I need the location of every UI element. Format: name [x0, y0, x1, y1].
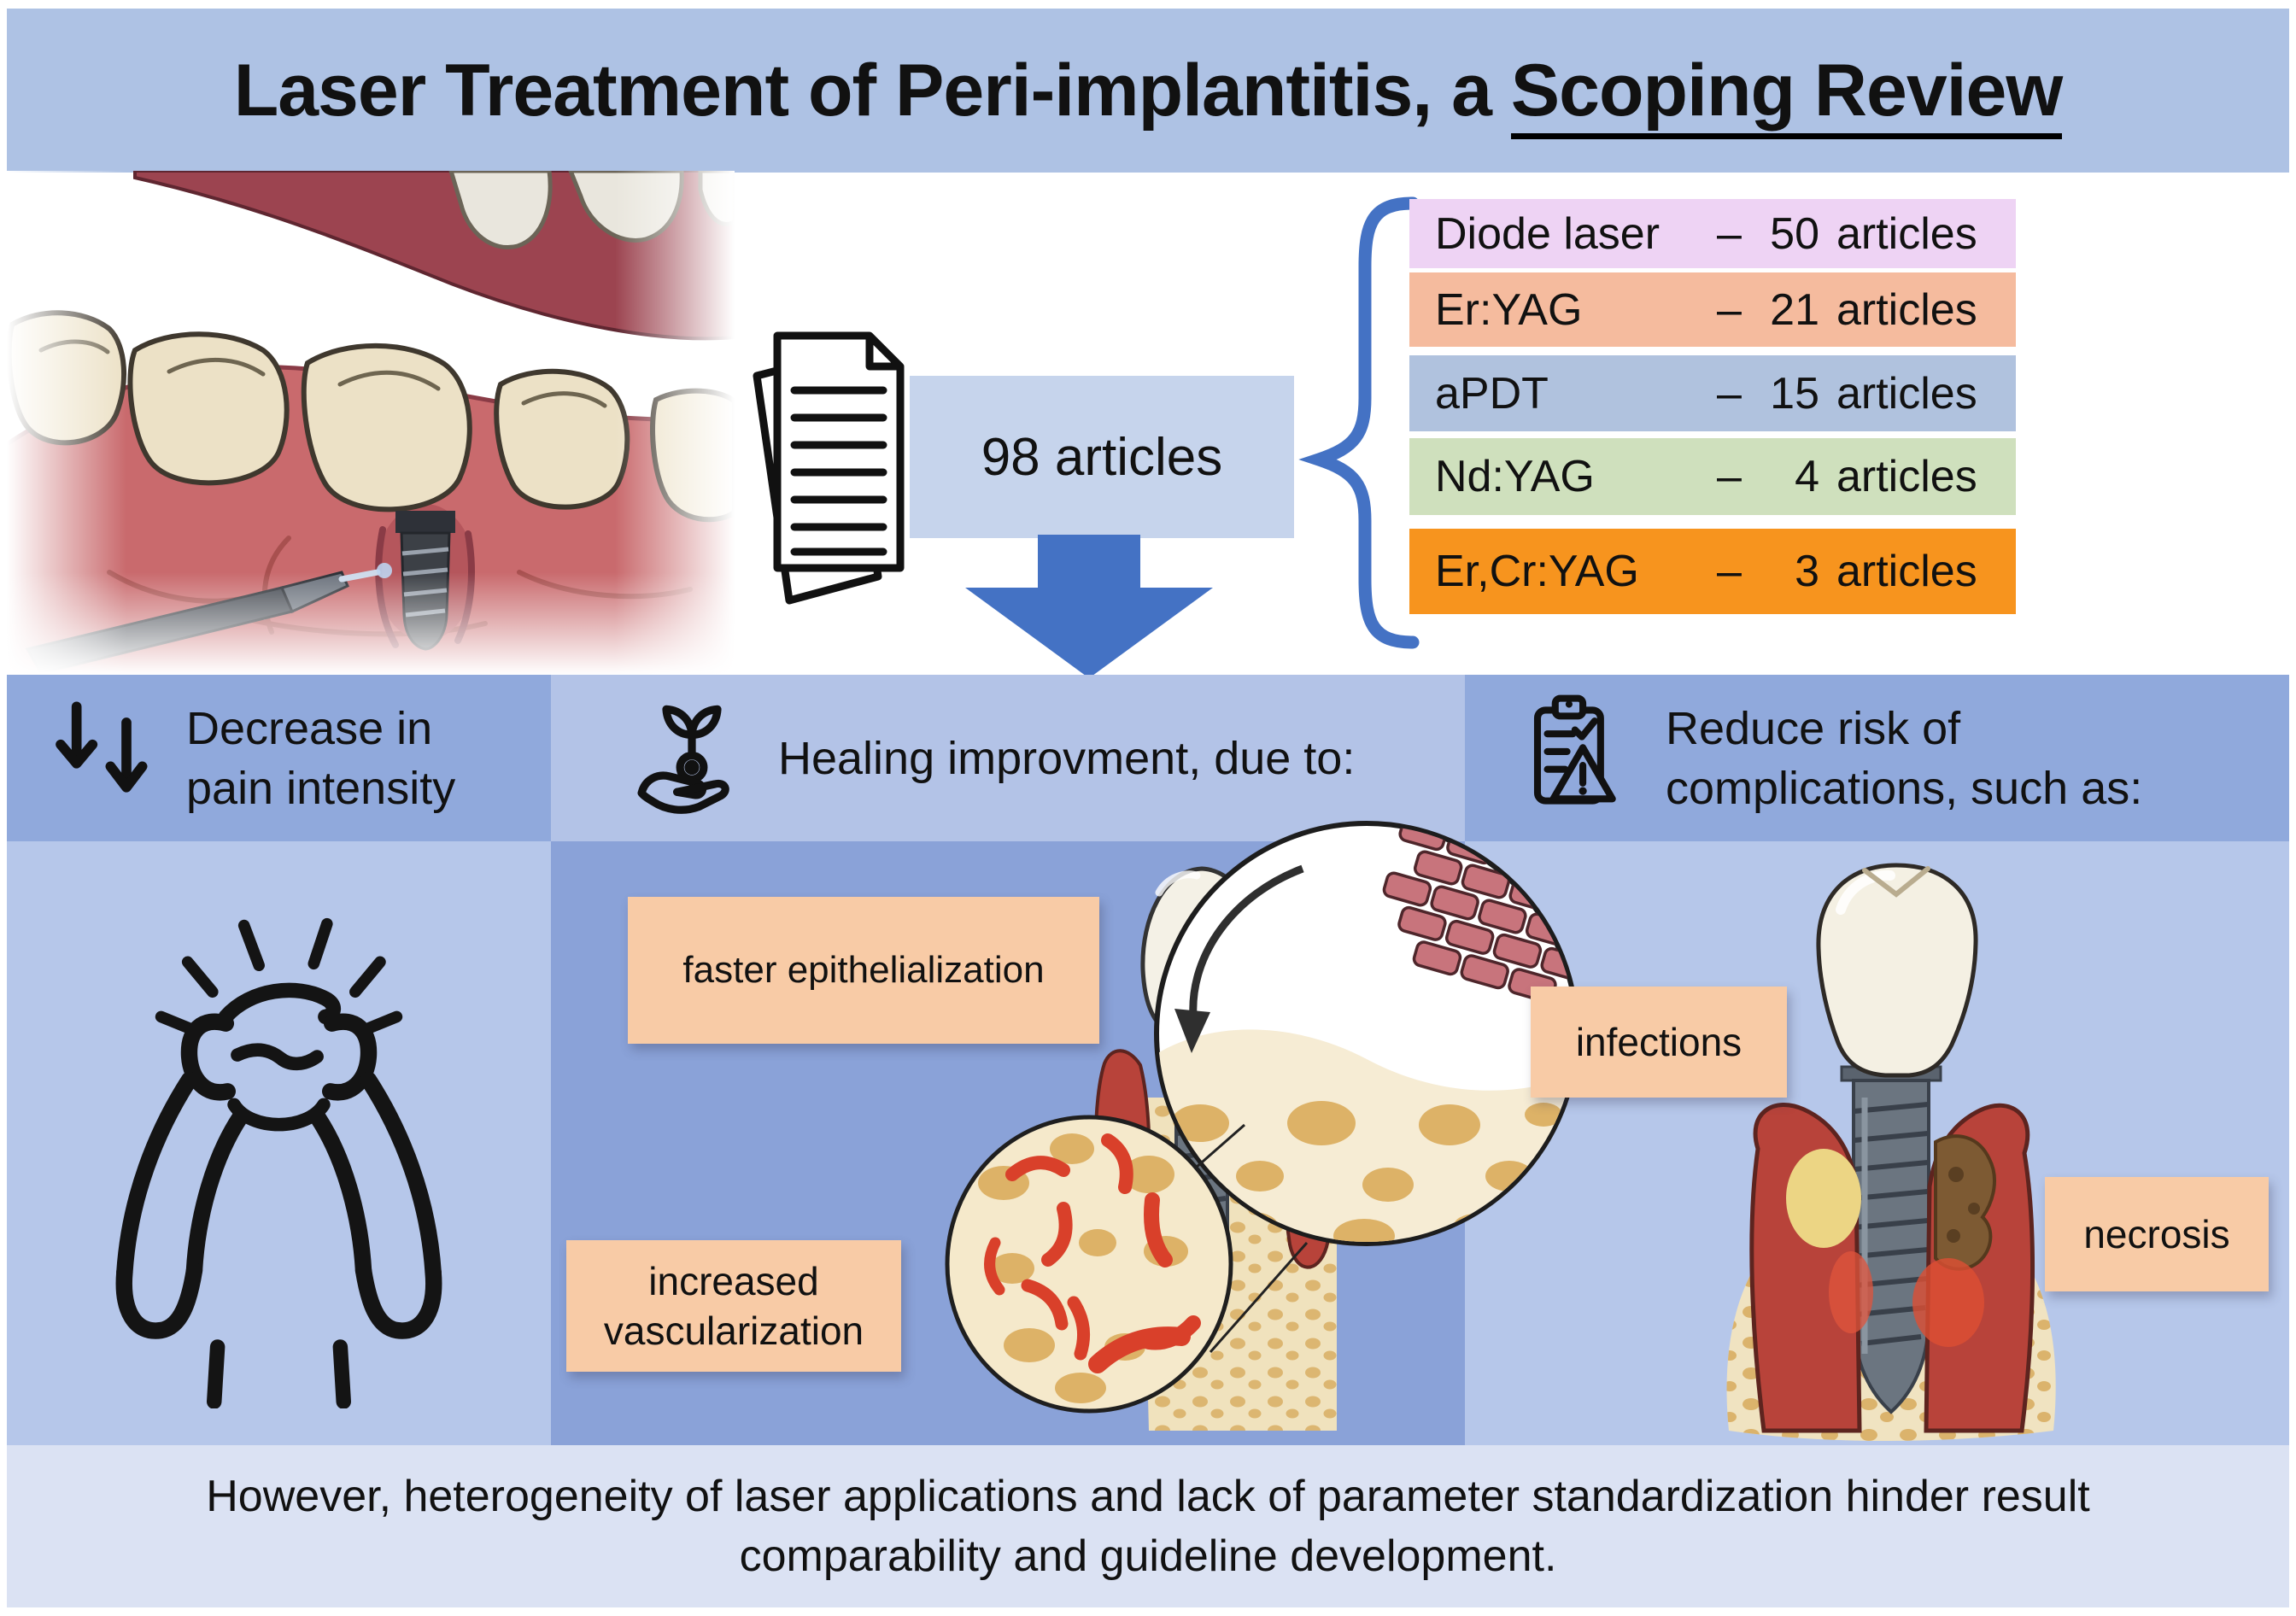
page-title: Laser Treatment of Peri-implantitis, a S…: [234, 49, 2063, 139]
sprout-hand-icon: [637, 705, 729, 814]
dash: –: [1717, 547, 1742, 596]
label-infections: infections: [1531, 987, 1787, 1098]
documents-icon: [753, 331, 905, 605]
laser-name: Nd:YAG: [1435, 452, 1595, 501]
laser-count: 4: [1795, 452, 1819, 501]
laser-unit: articles: [1836, 368, 1977, 419]
laser-name: Diode laser: [1435, 208, 1660, 259]
label-necrosis: necrosis: [2045, 1177, 2269, 1291]
person-in-pain-icon: [115, 917, 442, 1408]
laser-unit: articles: [1836, 284, 1977, 335]
total-articles-label: 98 articles: [981, 427, 1223, 487]
laser-unit: articles: [1836, 547, 1977, 596]
laser-article-list: Diode laser – 50 articles Er:YAG – 21 ar…: [1409, 199, 2016, 614]
remodeling-arrow: [1189, 864, 1304, 1017]
complications-implant-illustration: [1726, 863, 2056, 1441]
laser-name: Er:YAG: [1435, 284, 1583, 335]
left-gum-infected: [1749, 1103, 1873, 1433]
label-vascularization: increased vascularization: [566, 1240, 901, 1372]
vascularization-magnifier: [945, 1115, 1233, 1414]
laser-count: 15: [1770, 368, 1819, 419]
laser-unit: articles: [1836, 452, 1977, 501]
laser-name: aPDT: [1435, 368, 1549, 419]
decrease-arrows-icon: [56, 701, 148, 793]
dash: –: [1717, 284, 1742, 335]
tooth-crown: [1816, 863, 1978, 1078]
pain-content: [7, 841, 551, 1445]
dash: –: [1717, 452, 1742, 501]
label-epithelialization: faster epithelialization: [628, 897, 1099, 1044]
curly-brace: [1298, 196, 1420, 649]
laser-count: 50: [1770, 208, 1819, 259]
title-banner: Laser Treatment of Peri-implantitis, a S…: [7, 9, 2289, 173]
laser-count: 21: [1770, 284, 1819, 335]
laser-row-diode: Diode laser – 50 articles: [1409, 199, 2016, 268]
clipboard-warning-icon: [1533, 694, 1616, 805]
dental-laser-illustration: [7, 171, 735, 675]
pain-spikes: [155, 917, 403, 1038]
dash: –: [1717, 368, 1742, 419]
laser-count: 3: [1795, 547, 1819, 596]
laser-name: Er,Cr:YAG: [1435, 547, 1639, 596]
healing-header: Healing improvment, due to:: [551, 675, 1465, 841]
necrosis-tissue: [1934, 1134, 1996, 1271]
right-gum-necrotic: [1912, 1103, 2035, 1433]
complications-header: Reduce risk of complications, such as:: [1465, 675, 2289, 841]
title-underlined-part: Scoping Review: [1510, 49, 2063, 139]
blood-vessels: [984, 1133, 1201, 1373]
laser-row-eryag: Er:YAG – 21 articles: [1409, 272, 2016, 347]
laser-row-ndyag: Nd:YAG – 4 articles: [1409, 438, 2016, 515]
laser-unit: articles: [1836, 208, 1977, 259]
pain-header-text: Decrease in pain intensity: [186, 702, 456, 814]
conclusion-banner: However, heterogeneity of laser applicat…: [7, 1445, 2289, 1607]
abscess: [1786, 1149, 1861, 1248]
conclusion-line1: However, heterogeneity of laser applicat…: [206, 1472, 2090, 1521]
complications-header-text: Reduce risk of complications, such as:: [1666, 702, 2143, 814]
laser-row-apdt: aPDT – 15 articles: [1409, 355, 2016, 431]
pain-header: Decrease in pain intensity: [7, 675, 551, 841]
conclusion-line2: comparability and guideline development.: [739, 1531, 1557, 1581]
dash: –: [1717, 208, 1742, 259]
laser-row-ercryag: Er,Cr:YAG – 3 articles: [1409, 529, 2016, 614]
total-articles-box: 98 articles: [910, 376, 1294, 538]
healing-header-text: Healing improvment, due to:: [778, 732, 1356, 784]
flow-arrow-down: [965, 535, 1213, 678]
